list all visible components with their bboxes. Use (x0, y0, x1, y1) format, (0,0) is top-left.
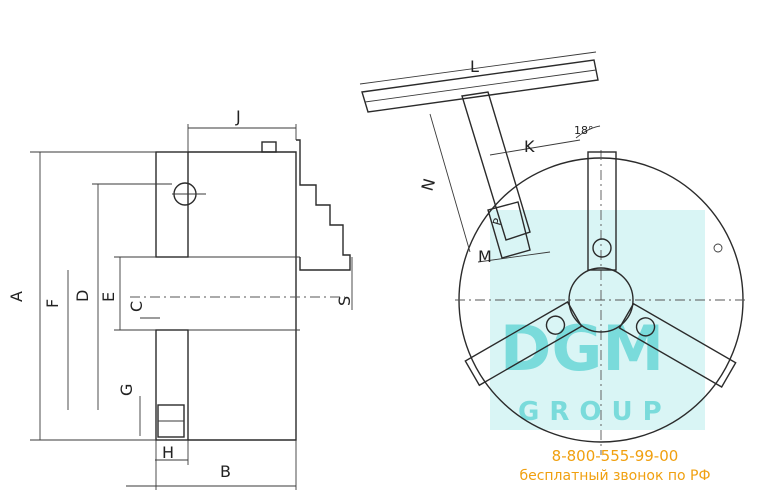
label-c: C (127, 301, 146, 312)
flange-section-lower (155, 329, 189, 441)
free-call-note: бесплатный звонок по РФ (519, 468, 711, 484)
chuck-body (188, 151, 297, 441)
side-view: A F D E C G H B J S (7, 107, 354, 490)
dim-line-m (477, 251, 551, 263)
dim-line-l (359, 51, 597, 85)
label-a: A (7, 291, 26, 302)
label-h: H (162, 443, 174, 462)
front-view: DGM GROUP (359, 51, 748, 455)
watermark-brand: DGM (500, 312, 664, 385)
center-bore (568, 267, 634, 333)
label-m: M (478, 247, 492, 266)
t-key-wrench[interactable] (361, 59, 599, 259)
jaw-right (464, 301, 583, 387)
label-f: F (43, 299, 62, 308)
dim-line-n (429, 113, 471, 253)
label-d: D (73, 290, 92, 302)
label-l: L (470, 57, 479, 76)
label-p: P (490, 217, 504, 227)
phone-number[interactable]: 8-800-555-99-00 (551, 447, 679, 465)
label-g: G (117, 384, 136, 396)
jaw-top-block (261, 141, 277, 153)
watermark-group: GROUP (518, 397, 672, 427)
dim-line-k (489, 139, 581, 156)
marker-dot (713, 243, 723, 253)
watermark-block (490, 210, 705, 430)
label-angle: 18° (574, 124, 594, 137)
label-e: E (99, 292, 118, 302)
angle-arc (575, 125, 601, 139)
jaw-steps (296, 139, 351, 271)
label-j: J (235, 107, 241, 126)
label-n: N (418, 176, 440, 193)
label-k: K (524, 137, 535, 156)
label-s: S (335, 296, 354, 306)
jaw-left (618, 302, 737, 388)
label-b: B (220, 462, 231, 481)
jaw-top (587, 151, 617, 271)
